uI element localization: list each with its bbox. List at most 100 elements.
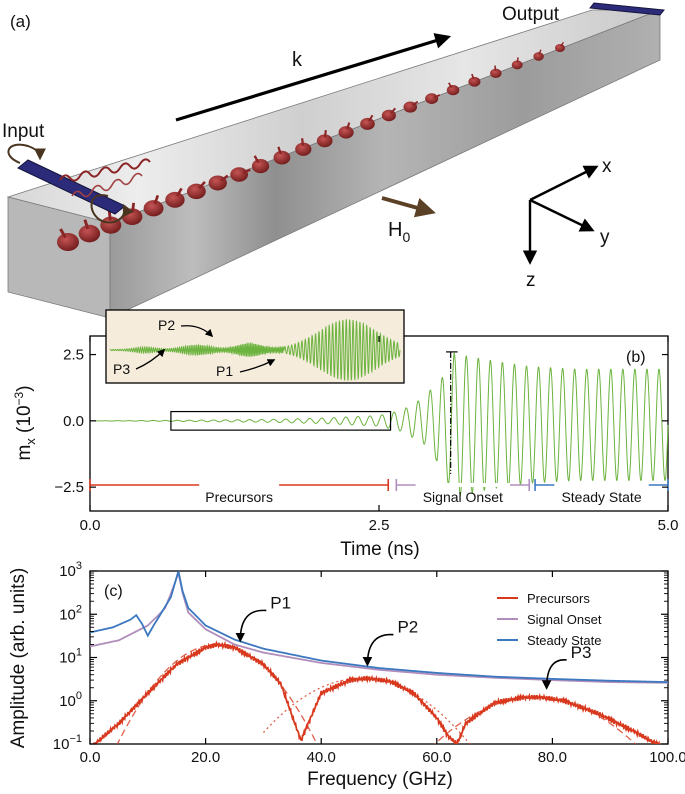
y-tick-label: 2.5	[63, 347, 84, 364]
region-precursors: Precursors	[89, 479, 390, 505]
spin-6	[165, 187, 185, 208]
spin-8	[208, 174, 229, 191]
legend-item-steady-state: Steady State	[497, 633, 601, 648]
spin-15	[360, 114, 375, 130]
inset-p1-label: P1	[216, 363, 233, 379]
spin-21	[490, 65, 502, 78]
y-tick-label: −2.5	[54, 479, 84, 496]
legend-label: Signal Onset	[527, 612, 602, 627]
panel-b-label: (b)	[626, 349, 646, 366]
series-signal-onset	[90, 572, 668, 684]
k-wavevector-arrow	[175, 33, 452, 122]
excitation-wave-1	[59, 158, 151, 182]
k-label: k	[292, 49, 303, 71]
signal-trace	[90, 351, 669, 496]
spin-20	[468, 73, 481, 87]
axis-z-label: z	[526, 270, 536, 291]
panel-c-xlabel: Frequency (GHz)	[307, 769, 453, 790]
y-tick-label: 103	[59, 560, 82, 580]
y-tick-label: 10−1	[53, 733, 82, 753]
panel-b-ylabel: mx (10−3)	[12, 385, 38, 460]
spin-16	[381, 107, 397, 122]
h0-field-arrow	[381, 196, 436, 218]
axis-y-label: y	[600, 227, 610, 248]
input-curl-arrow-left-icon	[7, 143, 46, 164]
spin-17	[403, 100, 419, 113]
p3-fit-dashed	[433, 696, 637, 744]
axis-x-label: x	[602, 156, 612, 177]
spin-24	[555, 41, 565, 53]
annotation-label: P2	[397, 618, 418, 637]
panel-b-xlabel: Time (ns)	[340, 539, 420, 560]
spin-5	[143, 194, 164, 217]
x-tick-label: 0.0	[80, 517, 101, 534]
y-tick-label: 0.0	[63, 413, 84, 430]
excitation-wave-2	[71, 172, 143, 198]
inset-p2-label: P2	[158, 317, 175, 333]
series-steady-state	[90, 571, 668, 683]
output-antenna	[589, 2, 665, 16]
p1-fit-dashed	[116, 643, 318, 744]
spectrum-series	[90, 571, 668, 744]
region-signal-onset: Signal Onset	[395, 479, 531, 505]
panel-c-label: (c)	[104, 583, 123, 600]
spin-23	[533, 49, 544, 61]
annotation-p3: P3	[541, 643, 592, 690]
spin-precession-chain	[57, 41, 565, 251]
coordinate-axes: x y z	[522, 156, 612, 291]
input-curl-arrow-right-icon	[90, 194, 134, 224]
y-tick-label: 102	[59, 603, 82, 623]
legend-label: Precursors	[527, 591, 590, 606]
panel-c-ylabel: Amplitude (arb. units)	[8, 568, 29, 749]
x-axis-arrow	[529, 165, 599, 202]
inset-p1-arrow	[239, 359, 276, 373]
output-label: Output	[502, 4, 560, 25]
region-label: Steady State	[561, 489, 641, 505]
input-label: Input	[2, 121, 45, 142]
spin-22	[511, 57, 523, 70]
spin-12	[295, 138, 312, 156]
legend-item-signal-onset: Signal Onset	[497, 612, 602, 627]
spin-7	[186, 180, 206, 200]
x-tick-label: 60.0	[422, 749, 451, 766]
annotation-p2: P2	[362, 618, 418, 667]
signal-line	[90, 352, 669, 496]
inset-p3-arrow	[135, 348, 166, 370]
spin-9	[230, 167, 251, 182]
annotation-label: P1	[270, 593, 291, 612]
x-tick-label: 0.0	[80, 749, 101, 766]
x-tick-label: 80.0	[538, 749, 567, 766]
region-label: Signal Onset	[423, 489, 503, 505]
y-tick-label: 101	[59, 647, 82, 667]
x-tick-label: 40.0	[307, 749, 336, 766]
region-label: Precursors	[205, 489, 273, 505]
annotation-p1: P1	[235, 593, 291, 643]
spin-18	[425, 93, 441, 104]
series-precursors	[90, 640, 667, 744]
region-steady-state: Steady State	[534, 479, 669, 505]
x-tick-label: 5.0	[658, 517, 679, 534]
spin-19	[446, 82, 460, 96]
h0-label: H0	[388, 219, 410, 245]
spin-1	[57, 228, 79, 251]
y-tick-label: 100	[59, 690, 82, 710]
inset-source-box	[170, 410, 392, 431]
spin-10	[251, 155, 270, 174]
spin-11	[273, 146, 291, 165]
legend-item-precursors: Precursors	[497, 591, 590, 606]
annotation-label: P3	[571, 643, 592, 662]
legend-label: Steady State	[527, 633, 601, 648]
spin-14	[338, 122, 354, 139]
x-tick-label: 20.0	[191, 749, 220, 766]
panel-a-waveguide-schematic: (a) Input Output k H0 x y z	[2, 2, 665, 319]
panel-a-label: (a)	[10, 12, 31, 31]
spin-13	[316, 130, 333, 148]
time-region-markers: Precursors Signal Onset Steady State	[89, 479, 669, 505]
